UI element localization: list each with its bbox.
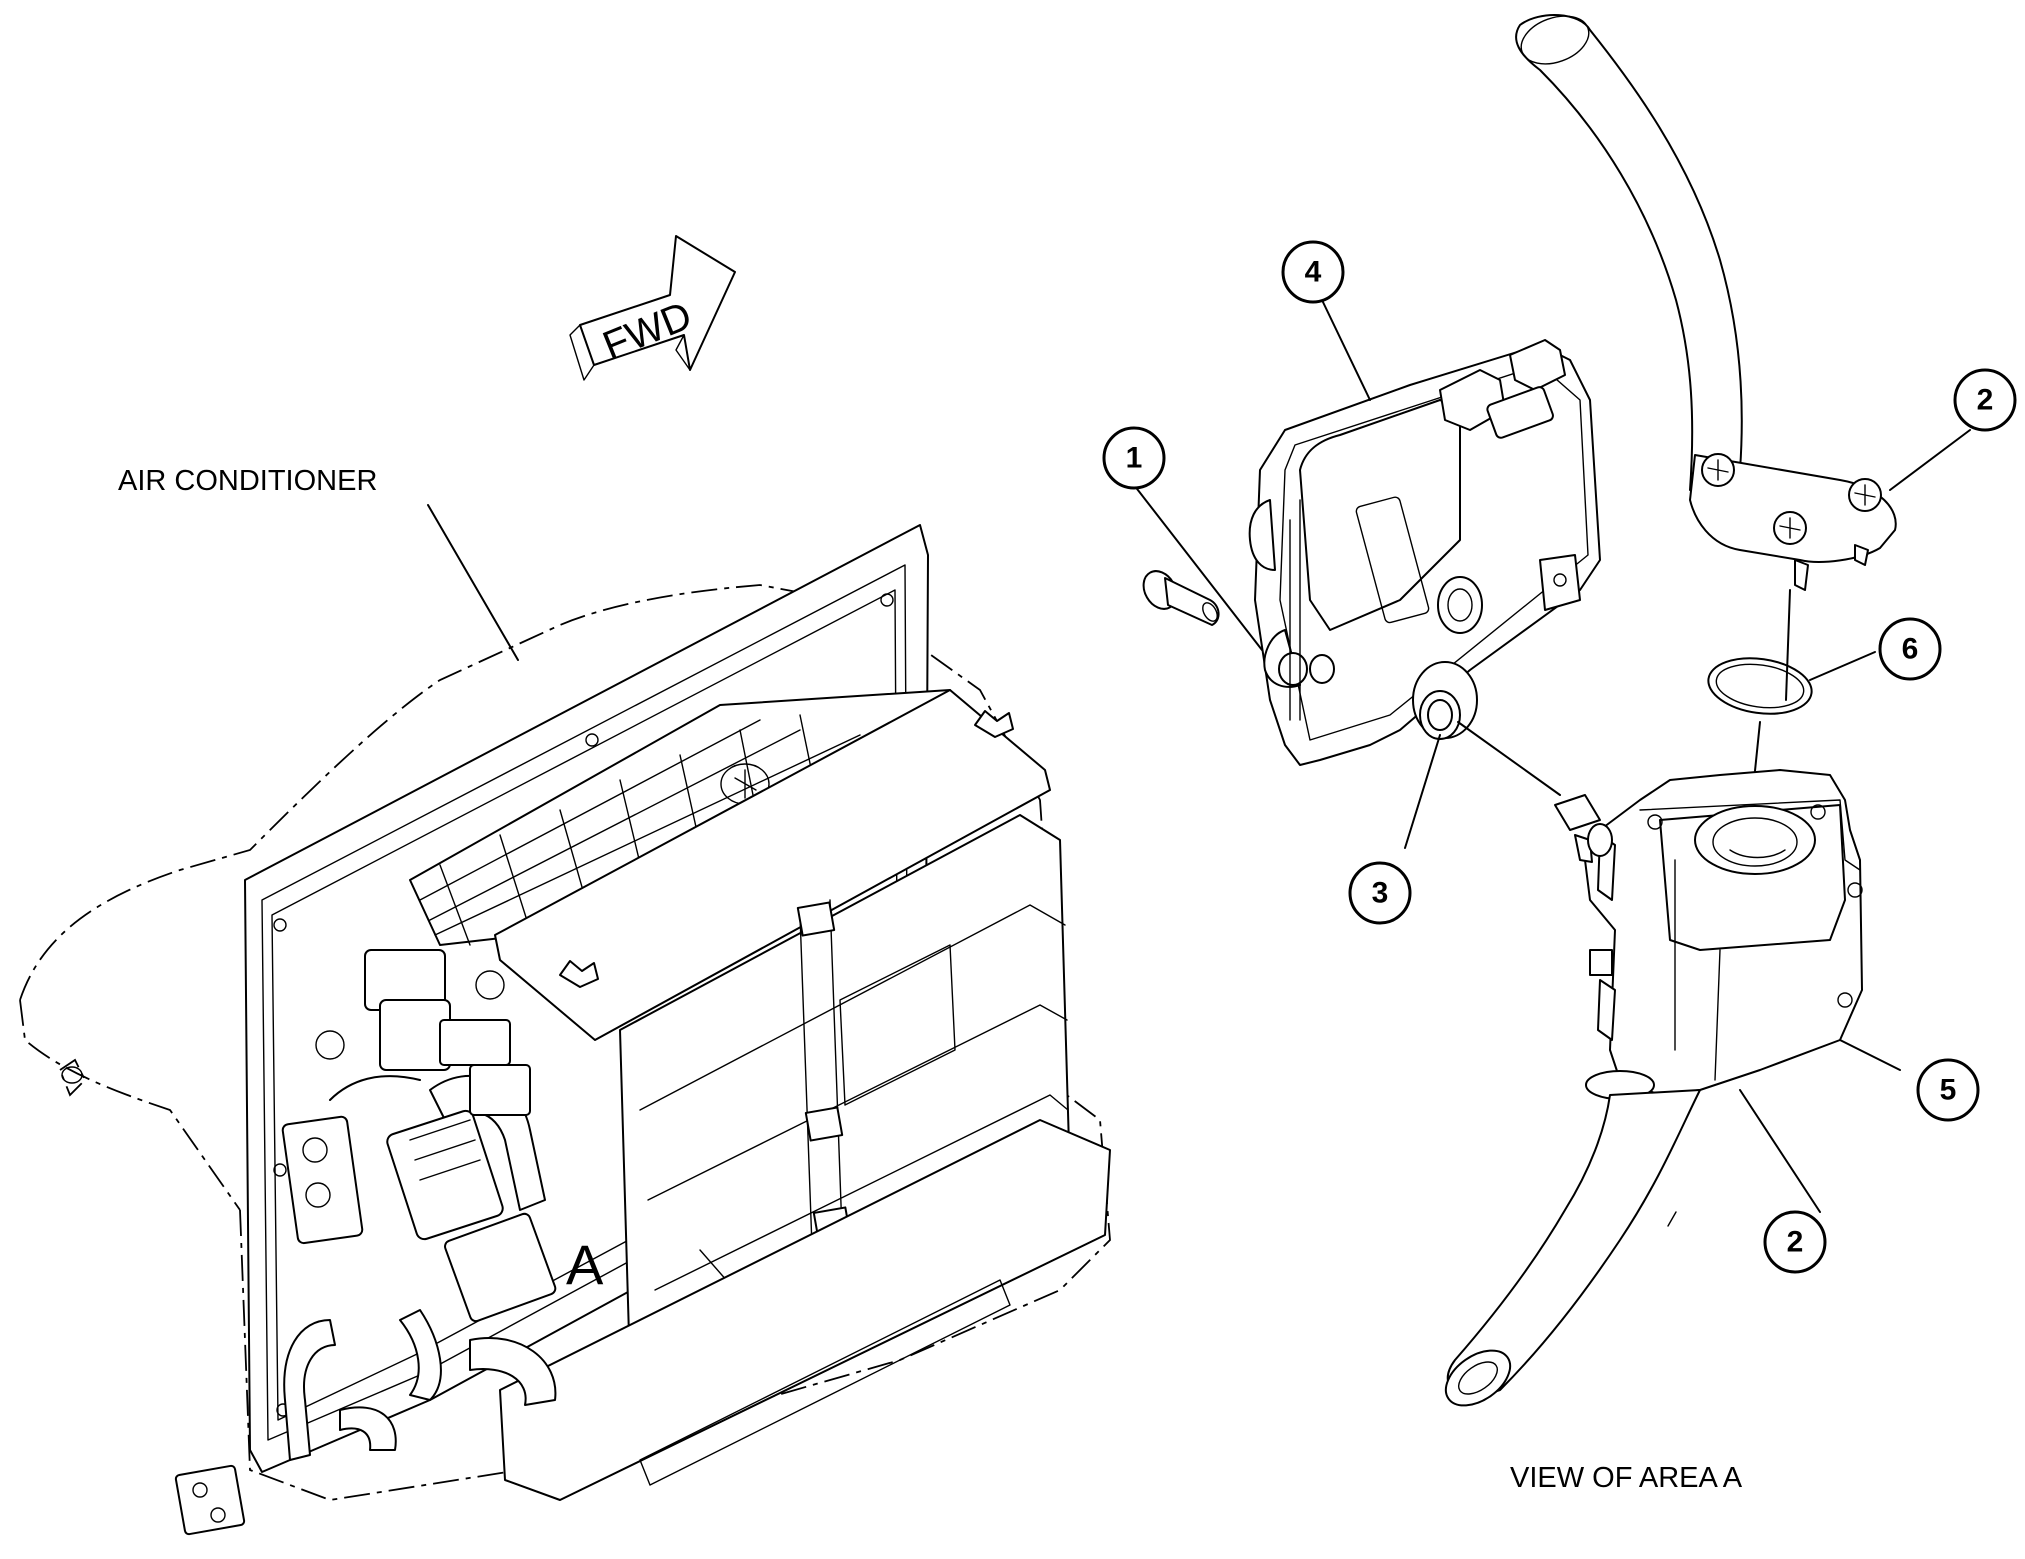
callout-3: 3 [1348,861,1412,925]
callout-4: 4 [1281,240,1345,304]
part-5-valve-body [1574,769,1863,1100]
air-conditioner-unit [19,524,1111,1536]
callout-1: 1 [1102,426,1166,490]
svg-text:4: 4 [1305,256,1322,289]
svg-text:3: 3 [1372,877,1389,910]
part-4-actuator [1248,339,1601,766]
leader-2-bottom [1739,1089,1821,1213]
svg-text:2: 2 [1977,384,1994,417]
part-2-top-hose [1515,14,1897,701]
leader-5 [1839,1039,1901,1071]
leader-6 [1809,651,1876,681]
part-3-shaft [1419,690,1601,831]
fwd-arrow: FWD [569,235,736,381]
callout-6: 6 [1878,617,1942,681]
svg-text:5: 5 [1940,1074,1957,1107]
leader-1 [1133,484,1263,651]
air-conditioner-leader [427,504,519,661]
leader-2-top [1889,429,1971,491]
callout-2-top: 2 [1953,368,2017,432]
air-conditioner-label: AIR CONDITIONER [118,465,377,497]
svg-text:1: 1 [1126,442,1143,475]
callout-2-bottom: 2 [1763,1210,1827,1274]
svg-text:2: 2 [1787,1226,1804,1259]
leader-3 [1404,734,1441,849]
part-2-bottom-hose [1444,1089,1701,1407]
part-1-bolt [1142,570,1220,626]
callout-5: 5 [1916,1058,1980,1122]
area-a-marker: A [566,1233,604,1296]
svg-text:6: 6 [1902,633,1919,666]
leader-4 [1321,299,1371,401]
view-caption: VIEW OF AREA A [1510,1462,1743,1494]
